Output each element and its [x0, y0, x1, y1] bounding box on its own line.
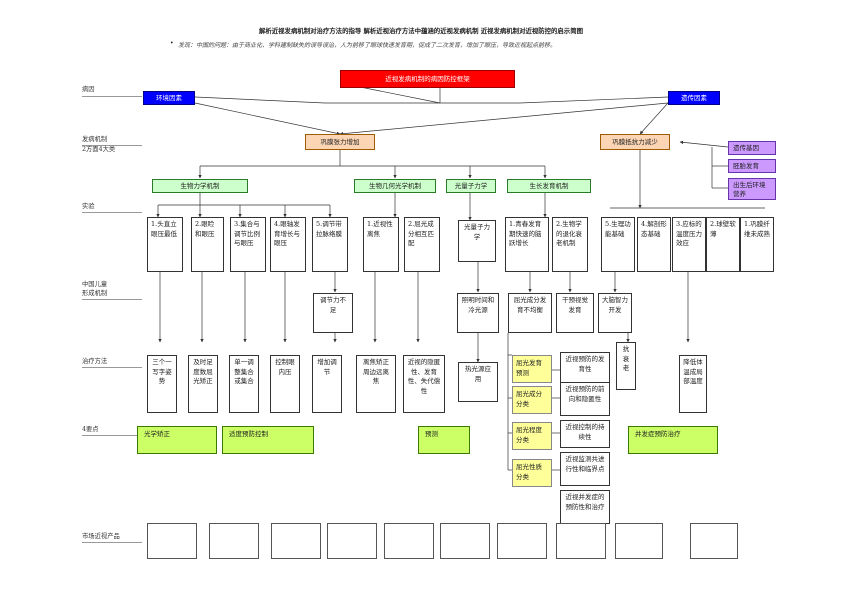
top-framework-box: 近视发病机制的病因防控框架 [340, 70, 515, 88]
row-underline [82, 435, 142, 436]
experiment-choroid-pull: 5.调节带拉脉络膜 [312, 217, 348, 272]
stage-refractive-prediction: 屈光发育预测 [512, 355, 552, 383]
row-label-treatment: 治疗方法 [82, 358, 108, 365]
keypoint-prevention-control: 适度预防控制 [222, 426, 314, 454]
experiment-head-upright: 1.头直立眼压最低 [147, 217, 183, 272]
treatment-control-pressure: 控制眼内压 [270, 355, 300, 413]
row-underline [82, 96, 142, 97]
subtitle: 发现：中国的问题：由于商业化、学科建制缺失的误导误治，人为前移了眼球快速发育期，… [178, 42, 557, 49]
product-slot [209, 523, 259, 559]
subtype-growth-development: 生长发育机制 [507, 179, 591, 193]
row-underline [82, 542, 142, 543]
product-slot [440, 523, 490, 559]
subtype-biomechanical: 生物力学机制 [152, 179, 248, 193]
row-underline [82, 145, 142, 146]
experiment-immature-fiber: 1.巩膜纤维未成熟 [740, 217, 774, 272]
treatment-adjust-convergence: 单一调整集合或集合 [229, 355, 259, 413]
product-slot [271, 523, 321, 559]
experiment-myopic-defocus: 1.近视性离焦 [363, 217, 399, 272]
stage-desc-complication: 近视并发症的预防性和治疗 [560, 490, 610, 524]
row-underline [82, 212, 142, 213]
row-label-formation: 形成机制 [82, 290, 108, 297]
experiment-puberty-growth: 1.青春发育期快速的脑跃增长 [505, 217, 549, 272]
treatment-increase-accommodation: 增加调节 [312, 355, 342, 413]
treatment-lower-temperature: 降低体温成局部温度 [679, 355, 707, 413]
mechanism-resistance-decrease: 巩膜抵抗力减少 [600, 134, 670, 150]
cause-genetic: 遗传因素 [668, 91, 720, 105]
keypoint-complication-treatment: 并发症预防治疗 [628, 426, 718, 454]
product-slot [327, 523, 377, 559]
row-label-categories: 2方面4大类 [82, 146, 116, 153]
product-slot [556, 523, 606, 559]
stage-degree-classification: 屈光程度分类 [512, 422, 552, 450]
stage-desc-developmental: 近视预防的发育性 [560, 352, 610, 384]
experiment-refractive-match: 2.屈光成分相互匹配 [404, 217, 440, 272]
keypoint-prediction: 预测 [418, 426, 470, 454]
keypoint-optical-correction: 光学矫正 [137, 426, 217, 454]
experiment-aging-mechanism: 2.生物学的退化衰老机制 [552, 217, 588, 272]
row-label-key-points: 4要点 [82, 426, 99, 433]
treatment-timely-correction: 及时足度数屈光矫正 [188, 355, 218, 413]
subtype-quantum-optics: 光量子力学 [446, 179, 496, 193]
product-slot [615, 523, 663, 559]
china-visual-intervention: 干预视觉发育 [556, 293, 594, 333]
product-slot [497, 523, 547, 559]
experiment-anatomy-basis: 4.解剖形态基础 [637, 217, 671, 272]
row-label-cause: 病因 [82, 86, 95, 93]
stage-component-classification: 屈光成分分类 [512, 386, 552, 414]
experiment-quantum-optics: 光量子力学 [458, 220, 496, 262]
treatment-writing-posture: 三个一写字姿势 [147, 355, 177, 413]
treatment-warm-light: 热光源应用 [458, 362, 498, 402]
experiment-temperature-pressure: 3.应标的温度压力效应 [672, 217, 706, 272]
treatment-anti-aging: 抗衰老 [616, 342, 636, 390]
cause-environment: 环境因素 [143, 91, 195, 105]
china-insufficient-accommodation: 调节力不足 [313, 293, 353, 333]
china-refractive-imbalance: 屈光成分发育不均衡 [508, 293, 552, 333]
experiment-thin-sclera: 2.球壁软薄 [706, 217, 740, 272]
treatment-latent-developmental: 近视的隐匿性、发育性、失代偿性 [403, 355, 445, 413]
mechanism-tension-increase: 巩膜张力增加 [305, 134, 375, 150]
row-underline [82, 367, 142, 368]
stage-nature-classification: 屈光性质分类 [512, 459, 552, 487]
china-brain-development: 大脑智力开发 [598, 293, 632, 333]
china-lighting-coldlight: 照明时间和冷光源 [457, 293, 499, 333]
stage-desc-monitoring: 近视监测共进行性和临界点 [560, 452, 610, 486]
embryo-development-box: 胚胎发育 [728, 159, 776, 173]
row-underline [82, 299, 142, 300]
experiment-physiology-basis: 5.生理功能基础 [601, 217, 635, 272]
row-label-mechanism: 发病机制 [82, 136, 108, 143]
row-label-china: 中国儿童 [82, 281, 108, 288]
product-slot [690, 523, 738, 559]
product-slot [384, 523, 434, 559]
subtype-geometric-optics: 生物几何光学机制 [354, 179, 436, 193]
experiment-eyelid-pressure: 2.眼睑和眼压 [191, 217, 224, 272]
experiment-axial-growth: 4.眼轴发育增长与眼压 [270, 217, 306, 272]
product-slot [147, 523, 197, 559]
page-title: 解析近视发病机制对治疗方法的指导 解析近视治疗方法中蕴涵的近视发病机制 近视发病… [259, 27, 583, 35]
bullet-dot: • [170, 40, 174, 47]
experiment-convergence-ratio: 3.集合与调节比例与眼压 [230, 217, 266, 272]
stage-desc-latent: 近视预防的前向和隐匿性 [560, 382, 610, 416]
row-label-products: 市场近视产品 [82, 533, 120, 540]
treatment-defocus-correction: 离焦矫正周边远离焦 [356, 355, 396, 413]
row-label-experiment: 实验 [82, 203, 95, 210]
genetic-gene-box: 遗传基因 [728, 141, 776, 155]
postnatal-environment-box: 出生后环境营养 [728, 178, 776, 200]
stage-desc-continuity: 近视控制的持续性 [560, 420, 610, 448]
